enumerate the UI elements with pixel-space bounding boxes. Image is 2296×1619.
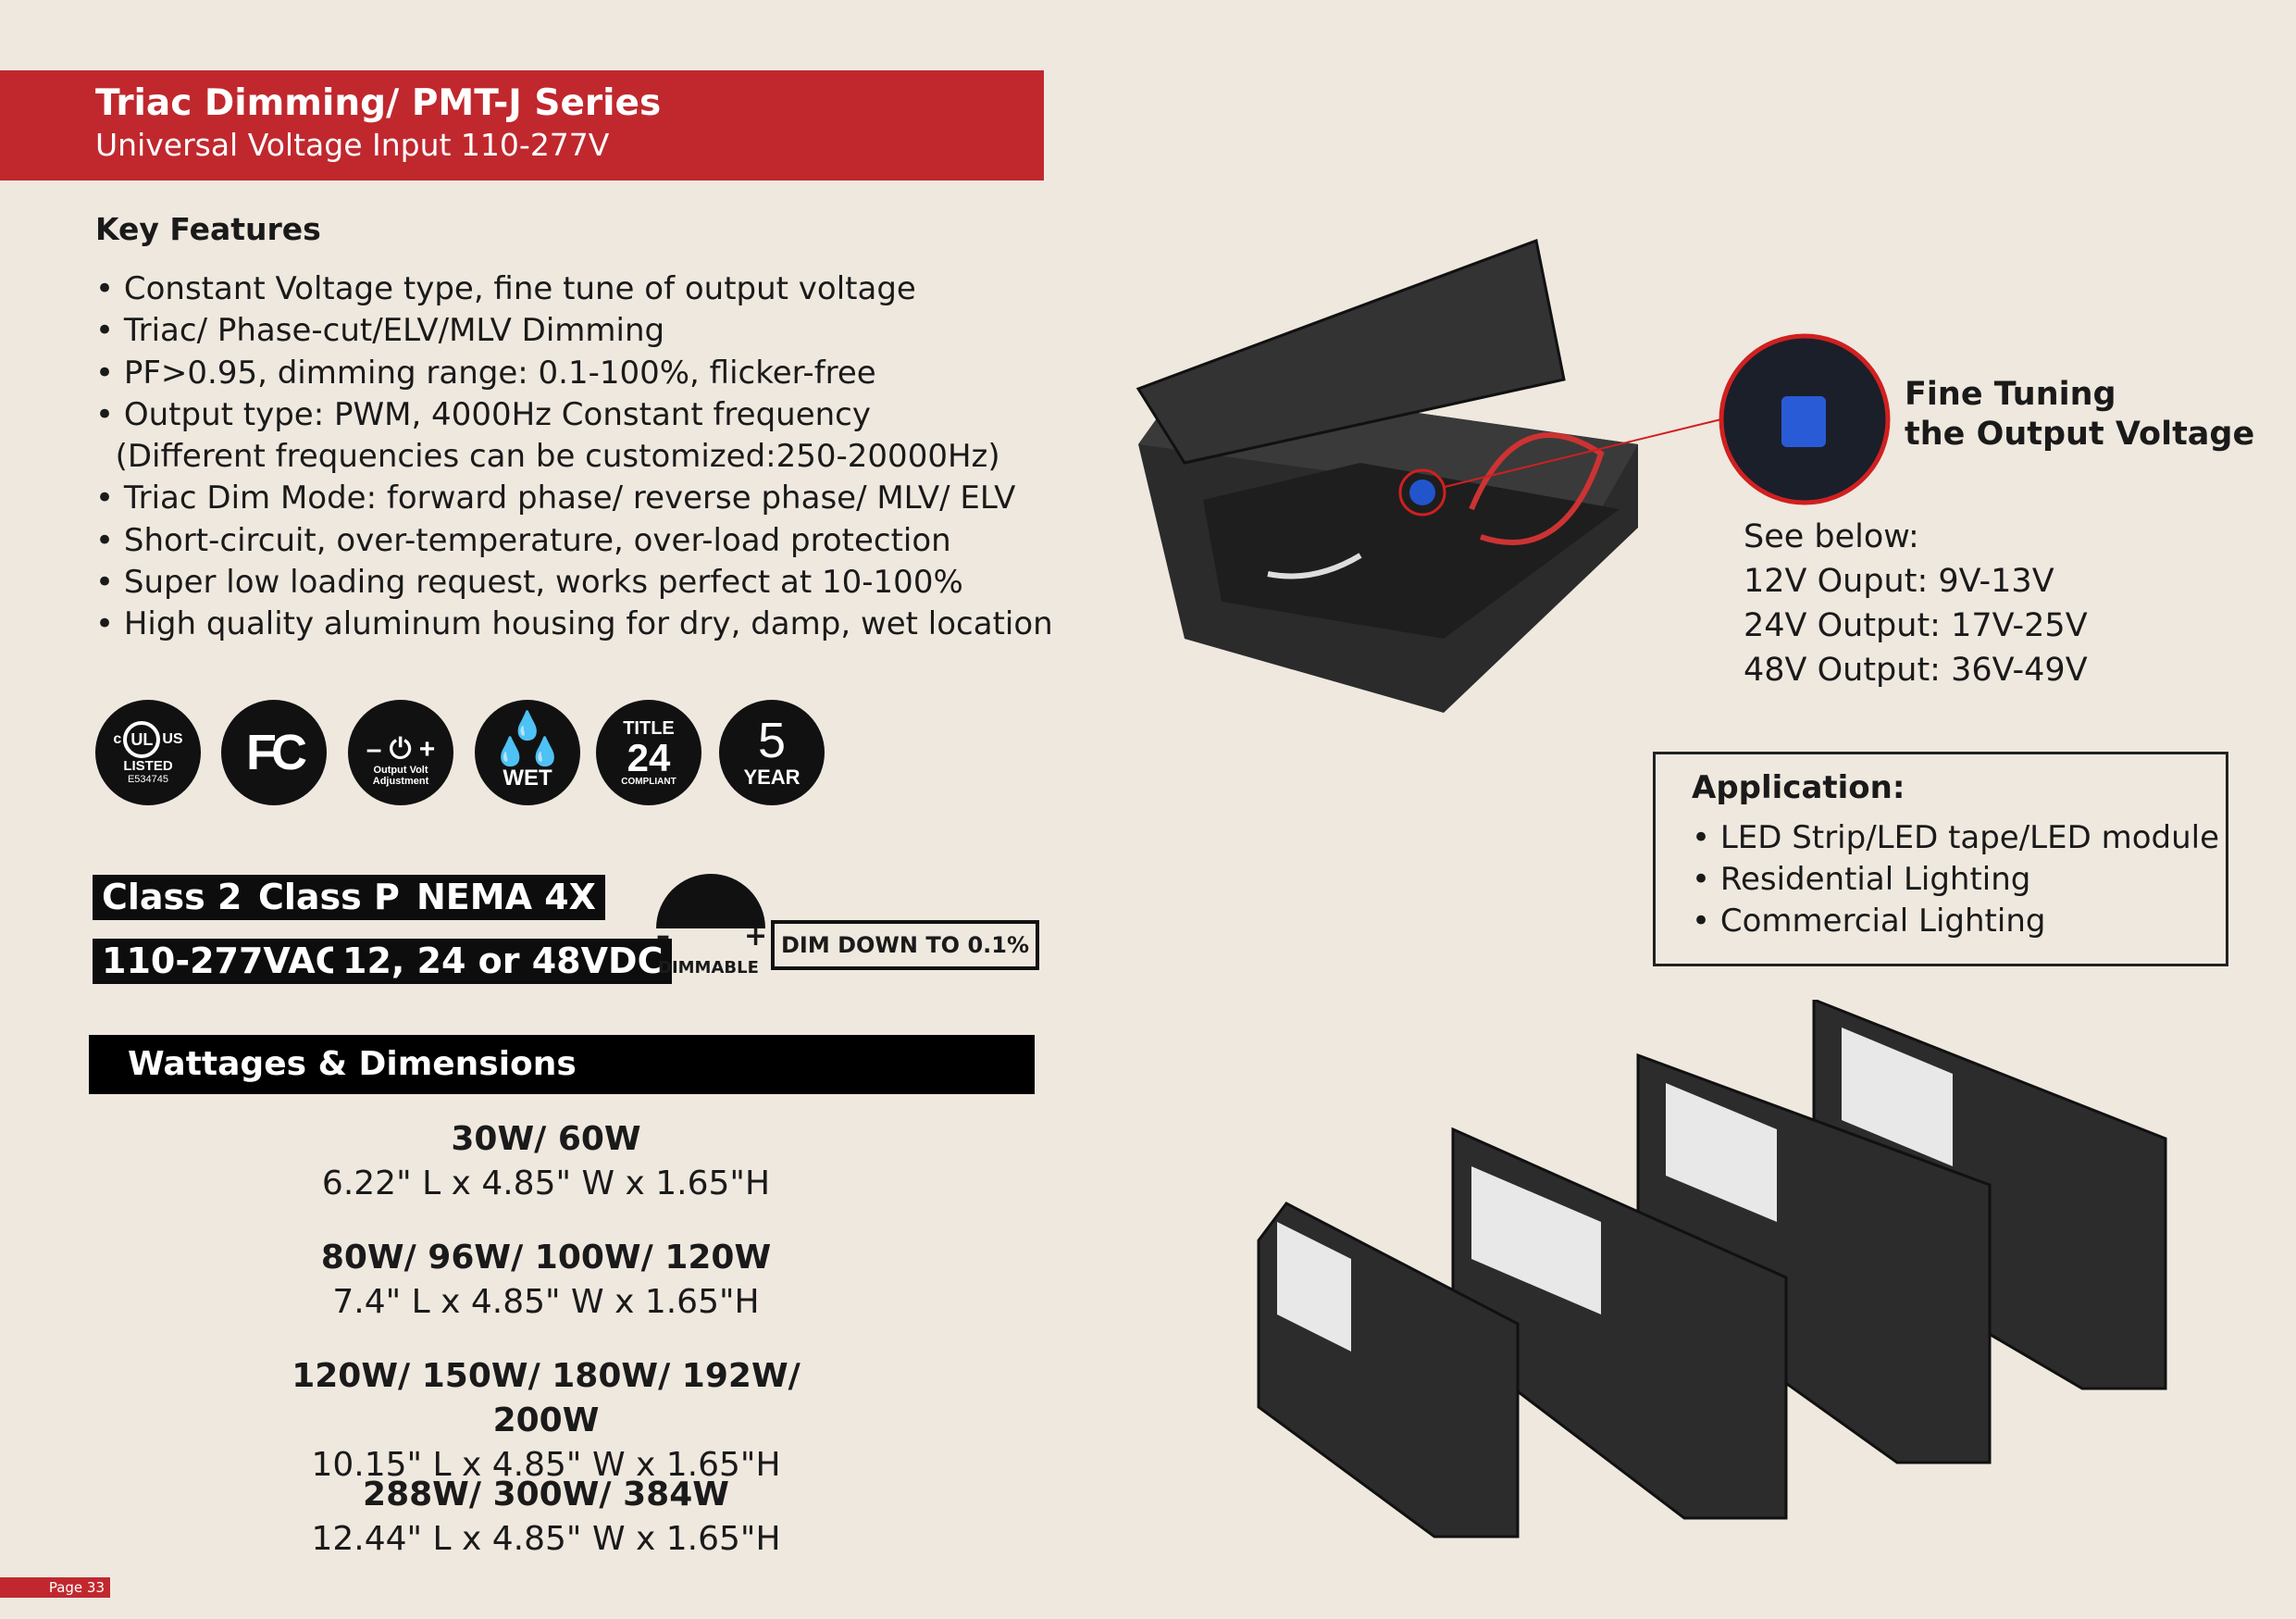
voltage-ranges: See below: 12V Ouput: 9V-13V 24V Output:… [1744,515,2088,692]
badge-input-voltage: 110-277VAC [93,939,351,984]
series-subtitle: Universal Voltage Input 110-277V [95,127,610,163]
application-box: Application: • LED Strip/LED tape/LED mo… [1653,752,2228,966]
fine-tuning-line1: Fine Tuning [1905,376,2116,413]
open-driver-box-image [1136,238,1722,713]
wattage: 120W/ 150W/ 180W/ 192W/ 200W [292,1357,800,1439]
feature-item: • Triac Dim Mode: forward phase/ reverse… [95,479,1016,517]
fine-tuning-zoom-circle [1719,333,1891,505]
title24-a: TITLE [623,718,675,739]
wet-location-icon: 💧💧💧 WET [475,700,580,805]
five-year-warranty-icon: 5 YEAR [719,700,825,805]
badge-classp: Class P [249,875,409,920]
badge-output-voltage: 12, 24 or 48VDC [333,939,673,984]
badge-class2: Class 2 [93,875,252,920]
volt-label-1: Output Volt [373,765,428,776]
fine-tuning-caption: Fine Tuning the Output Voltage [1905,375,2254,455]
wet-text: WET [503,766,552,791]
fcc-icon: FC [221,700,327,805]
application-item: • Residential Lighting [1692,861,2031,898]
dim-down-label: DIM DOWN TO 0.1% [771,920,1039,970]
feature-item: • Short-circuit, over-temperature, over-… [95,521,951,559]
ul-c: c [113,730,122,747]
year-text: YEAR [743,766,800,789]
output-volt-adjustment-icon: – ⏻ + Output Volt Adjustment [348,700,453,805]
fine-tuning-line2: the Output Voltage [1905,416,2255,453]
see-below: See below: [1744,518,1919,555]
ul-number: E534745 [127,773,169,785]
dimension-item: 288W/ 300W/ 384W 12.44" L x 4.85" W x 1.6… [268,1473,824,1562]
voltage-range: 12V Ouput: 9V-13V [1744,563,2054,600]
dimension-item: 80W/ 96W/ 100W/ 120W 7.4" L x 4.85" W x 1… [268,1236,824,1325]
key-features-list: • Constant Voltage type, fine tune of ou… [95,268,1053,646]
dim-minus: – [656,920,670,953]
application-item: • Commercial Lighting [1692,903,2046,940]
dimmable-label: DIMMABLE [658,958,759,978]
series-title: Triac Dimming/ PMT-J Series [95,82,662,124]
ul-listed-text: LISTED [123,757,173,774]
voltage-range: 24V Output: 17V-25V [1744,607,2088,644]
feature-item: • Triac/ Phase-cut/ELV/MLV Dimming [95,312,665,350]
badge-nema4x: NEMA 4X [407,875,605,920]
key-features-heading: Key Features [95,211,321,247]
feature-item: • High quality aluminum housing for dry,… [95,605,1053,643]
year-number: 5 [757,713,787,768]
feature-item: • Super low loading request, works perfe… [95,564,963,602]
title24-icon: TITLE 24 COMPLIANT [596,700,701,805]
wattage: 30W/ 60W [451,1120,641,1158]
title24-c: COMPLIANT [621,777,676,787]
title24-b: 24 [627,736,671,779]
feature-item: • Output type: PWM, 4000Hz Constant freq… [95,395,871,433]
wattages-heading: Wattages & Dimensions [89,1035,1035,1094]
dimensions: 12.44" L x 4.85" W x 1.65"H [311,1520,781,1558]
page-number: Page 33 [0,1577,110,1598]
feature-item: • Constant Voltage type, fine tune of ou… [95,270,916,307]
feature-item: • PF>0.95, dimming range: 0.1-100%, flic… [95,354,876,392]
dimension-item: 120W/ 150W/ 180W/ 192W/ 200W 10.15" L x 4… [268,1354,824,1488]
volt-label-2: Adjustment [372,776,429,787]
feature-item: (Different frequencies can be customized… [95,438,1000,476]
wattage: 80W/ 96W/ 100W/ 120W [320,1239,772,1277]
wattage: 288W/ 300W/ 384W [363,1476,729,1513]
dimmable-graphic: – + DIMMABLE DIM DOWN TO 0.1% [652,870,1041,981]
dim-plus: + [744,920,768,953]
product-lineup-image [1257,1000,2167,1538]
dimension-item: 30W/ 60W 6.22" L x 4.85" W x 1.65"H [268,1117,824,1206]
series-header: Triac Dimming/ PMT-J Series Universal Vo… [0,70,1044,181]
application-item: • LED Strip/LED tape/LED module [1692,819,2220,856]
application-heading: Application: [1692,769,1905,806]
ul-us: US [162,730,183,747]
dimensions: 7.4" L x 4.85" W x 1.65"H [332,1283,760,1321]
dimensions: 10.15" L x 4.85" W x 1.65"H [311,1446,781,1484]
dimensions: 6.22" L x 4.85" W x 1.65"H [321,1164,771,1202]
voltage-range: 48V Output: 36V-49V [1744,652,2088,689]
